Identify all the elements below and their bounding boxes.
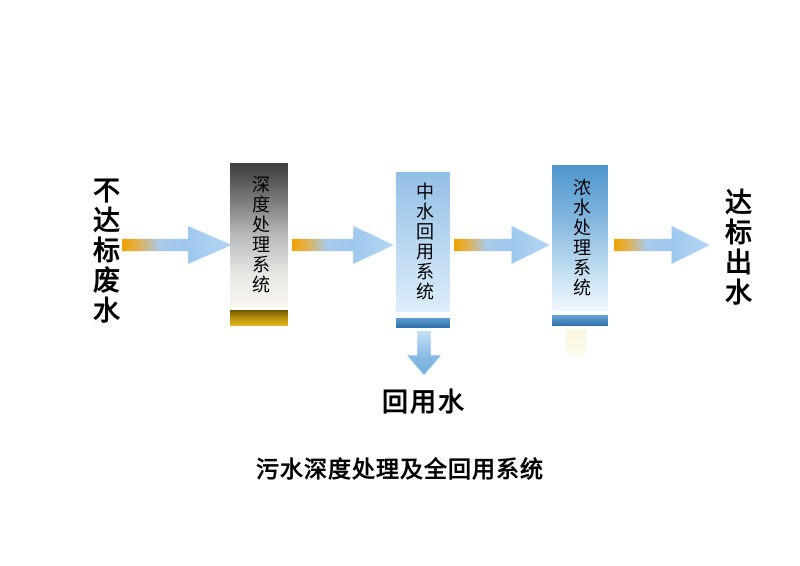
deep-treatment-box: 深度处理系统 [230,163,288,307]
diagram-caption: 污水深度处理及全回用系统 [256,457,544,483]
right-arrow-icon [614,226,710,264]
faint-smudge-mark [566,330,586,356]
right-arrow-icon [454,226,550,264]
reuse-water-label: 回用水 [381,388,466,418]
water-reuse-base-bar [396,318,450,328]
concentrate-treatment-box: 浓水处理系统 [552,165,608,311]
down-arrow-icon [407,331,441,375]
water-reuse-box: 中水回用系统 [396,172,450,312]
concentrate-treatment-label: 浓水处理系统 [570,178,591,298]
output-water-label: 达标出水 [720,188,751,308]
right-arrow-icon [292,226,394,264]
right-arrow-icon [122,226,232,264]
deep-treatment-label: 深度处理系统 [249,175,270,295]
deep-treatment-base-bar [230,310,288,326]
input-water-label: 不达标废水 [88,176,119,326]
concentrate-treatment-base-bar [552,315,608,326]
water-reuse-label: 中水回用系统 [413,182,434,302]
